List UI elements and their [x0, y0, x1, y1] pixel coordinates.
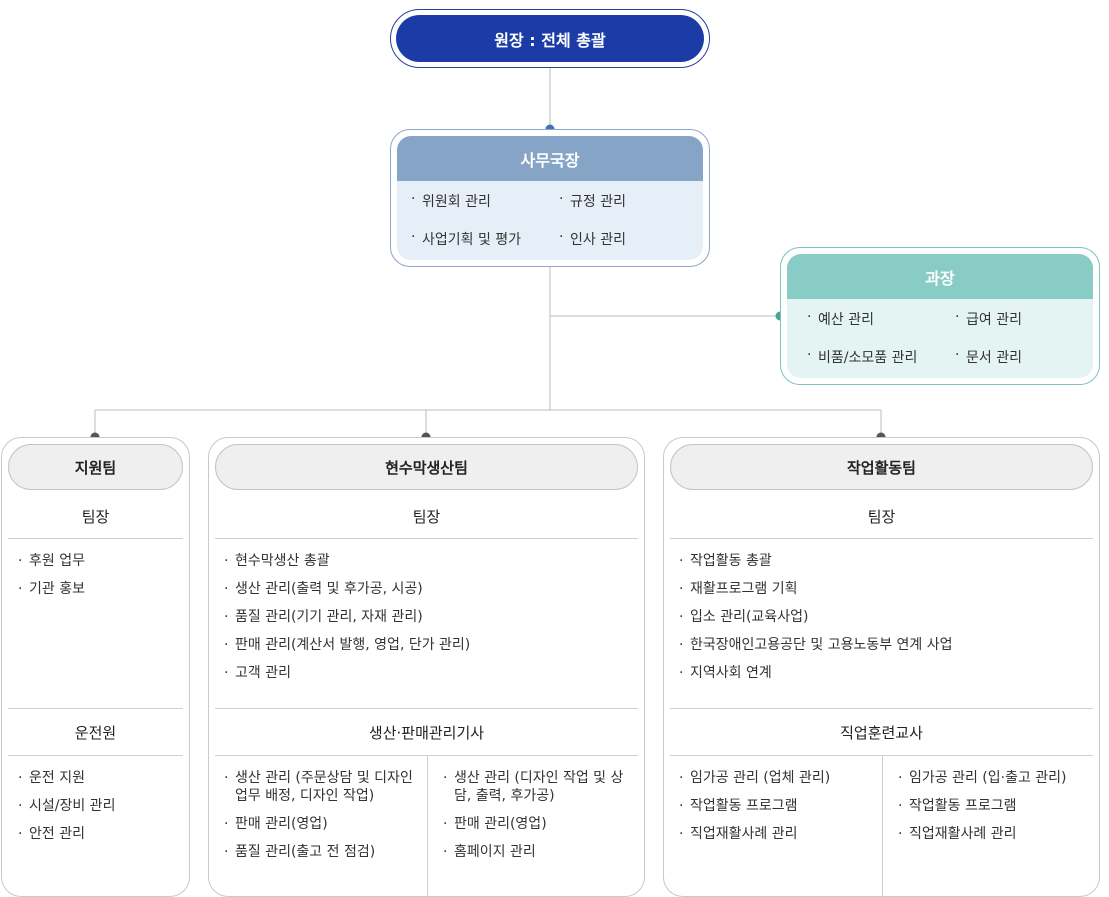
support-team-driver-title: 운전원 [74, 723, 117, 742]
work-team-leader-duties: 작업활동 총괄 재활프로그램 기획 입소 관리(교육사업) 한국장애인고용공단 … [679, 552, 1091, 692]
divider [8, 755, 183, 756]
list-item: 품질 관리(기기 관리, 자재 관리) [224, 608, 634, 636]
list-item: 생산 관리(출력 및 후가공, 시공) [224, 580, 634, 608]
list-item: 지역사회 연계 [679, 664, 1091, 692]
list-item: 재활프로그램 기획 [679, 580, 1091, 608]
work-team-box: 작업활동팀 팀장 작업활동 총괄 재활프로그램 기획 입소 관리(교육사업) 한… [663, 437, 1100, 897]
list-item: 작업활동 총괄 [679, 552, 1091, 580]
production-team-technician-title: 생산·판매관리기사 [368, 723, 485, 742]
divider [8, 708, 183, 709]
work-team-trainer-right-duties: 임가공 관리 (입·출고 관리) 작업활동 프로그램 직업재활사례 관리 [898, 769, 1096, 853]
duty-item: 사업기획 및 평가 [411, 229, 559, 261]
secretary-general-title: 사무국장 [397, 136, 703, 181]
support-team-driver-duties: 운전 지원 시설/장비 관리 안전 관리 [18, 769, 183, 853]
list-item: 후원 업무 [18, 552, 183, 580]
section-chief-duties: 예산 관리 급여 관리 비품/소모품 관리 문서 관리 [787, 299, 1093, 378]
production-team-leader-duties: 현수막생산 총괄 생산 관리(출력 및 후가공, 시공) 품질 관리(기기 관리… [224, 552, 634, 692]
list-item: 임가공 관리 (입·출고 관리) [898, 769, 1096, 797]
list-item: 생산 관리 (디자인 작업 및 상담, 출력, 후가공) [443, 769, 638, 805]
list-item: 기관 홍보 [18, 580, 183, 608]
section-chief-node: 과장 예산 관리 급여 관리 비품/소모품 관리 문서 관리 [780, 247, 1100, 385]
list-item: 안전 관리 [18, 825, 183, 853]
secretary-general-duties: 위원회 관리 규정 관리 사업기획 및 평가 인사 관리 [397, 181, 703, 260]
divider [670, 755, 1093, 756]
support-team-box: 지원팀 팀장 후원 업무 기관 홍보 운전원 운전 지원 시설/장비 관리 안전… [1, 437, 190, 897]
duty-item: 문서 관리 [955, 347, 1085, 379]
secretary-general-node: 사무국장 위원회 관리 규정 관리 사업기획 및 평가 인사 관리 [390, 129, 710, 267]
director-node: 원장 : 전체 총괄 [390, 9, 710, 68]
list-item: 판매 관리(계산서 발행, 영업, 단가 관리) [224, 636, 634, 664]
list-item: 판매 관리(영업) [224, 815, 419, 833]
list-item: 한국장애인고용공단 및 고용노동부 연계 사업 [679, 636, 1091, 664]
list-item: 운전 지원 [18, 769, 183, 797]
production-team-title: 현수막생산팀 [215, 444, 638, 490]
list-item: 직업재활사례 관리 [679, 825, 877, 853]
duty-item: 예산 관리 [807, 309, 955, 341]
column-divider [882, 756, 883, 897]
work-team-leader-title: 팀장 [867, 507, 896, 526]
production-team-box: 현수막생산팀 팀장 현수막생산 총괄 생산 관리(출력 및 후가공, 시공) 품… [208, 437, 645, 897]
list-item: 직업재활사례 관리 [898, 825, 1096, 853]
divider [670, 538, 1093, 539]
director-label: 원장 : 전체 총괄 [396, 15, 704, 62]
list-item: 고객 관리 [224, 664, 634, 692]
duty-item: 비품/소모품 관리 [807, 347, 955, 379]
list-item: 홈페이지 관리 [443, 843, 638, 861]
work-team-trainer-left-duties: 임가공 관리 (업체 관리) 작업활동 프로그램 직업재활사례 관리 [679, 769, 877, 853]
production-team-technician-left-duties: 생산 관리 (주문상담 및 디자인 업무 배정, 디자인 작업) 판매 관리(영… [224, 769, 419, 871]
list-item: 판매 관리(영업) [443, 815, 638, 833]
list-item: 작업활동 프로그램 [679, 797, 877, 825]
divider [670, 708, 1093, 709]
production-team-technician-right-duties: 생산 관리 (디자인 작업 및 상담, 출력, 후가공) 판매 관리(영업) 홈… [443, 769, 638, 871]
list-item: 작업활동 프로그램 [898, 797, 1096, 825]
divider [215, 755, 638, 756]
support-team-leader-title: 팀장 [81, 507, 110, 526]
column-divider [427, 756, 428, 897]
section-chief-title: 과장 [787, 254, 1093, 299]
list-item: 생산 관리 (주문상담 및 디자인 업무 배정, 디자인 작업) [224, 769, 419, 805]
work-team-trainer-title: 직업훈련교사 [840, 723, 923, 742]
divider [8, 538, 183, 539]
divider [215, 708, 638, 709]
support-team-leader-duties: 후원 업무 기관 홍보 [18, 552, 183, 608]
support-team-title: 지원팀 [8, 444, 183, 490]
duty-item: 인사 관리 [559, 229, 689, 261]
production-team-leader-title: 팀장 [412, 507, 441, 526]
list-item: 현수막생산 총괄 [224, 552, 634, 580]
list-item: 입소 관리(교육사업) [679, 608, 1091, 636]
list-item: 품질 관리(출고 전 점검) [224, 843, 419, 861]
duty-item: 위원회 관리 [411, 191, 559, 223]
divider [215, 538, 638, 539]
work-team-title: 작업활동팀 [670, 444, 1093, 490]
list-item: 시설/장비 관리 [18, 797, 183, 825]
duty-item: 급여 관리 [955, 309, 1085, 341]
list-item: 임가공 관리 (업체 관리) [679, 769, 877, 797]
duty-item: 규정 관리 [559, 191, 689, 223]
